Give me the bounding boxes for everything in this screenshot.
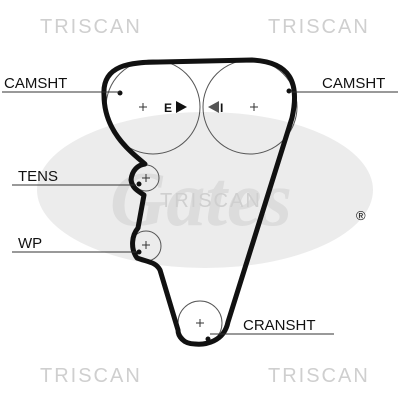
label-camshaft-left: CAMSHT (4, 75, 67, 92)
timing-belt (101, 57, 298, 347)
leader-lines (2, 91, 398, 335)
watermark-brand-bottom-left: TRISCAN (40, 365, 142, 387)
label-water-pump: WP (18, 235, 42, 252)
label-camshaft-right: CAMSHT (322, 75, 385, 92)
water-pump-center (142, 241, 150, 249)
pulley-centers (139, 103, 258, 327)
watermark-brand-top-right: TRISCAN (268, 16, 370, 38)
camshaft-left-center (139, 103, 147, 111)
timing-arrow-right-icon (208, 101, 219, 113)
belt-contact-dots (117, 88, 292, 342)
label-crankshaft: CRANSHT (243, 317, 316, 334)
timing-mark-right: I (220, 101, 223, 115)
label-tensioner: TENS (18, 168, 58, 185)
timing-mark-left: E (164, 101, 172, 115)
tensioner-center (142, 174, 150, 182)
watermark-brand-bottom-right: TRISCAN (268, 365, 370, 387)
timing-arrow-left-icon (176, 101, 187, 113)
camshaft-right-center (250, 103, 258, 111)
watermark-registered-mark: ® (356, 208, 366, 223)
timing-marks: E I (164, 101, 223, 115)
watermark-brand-center: TRISCAN (160, 190, 262, 212)
crankshaft-center (196, 319, 204, 327)
watermark-brand-top-left: TRISCAN (40, 16, 142, 38)
gates-watermark: Gates ® (37, 112, 373, 268)
watermark-ellipse (37, 112, 373, 268)
